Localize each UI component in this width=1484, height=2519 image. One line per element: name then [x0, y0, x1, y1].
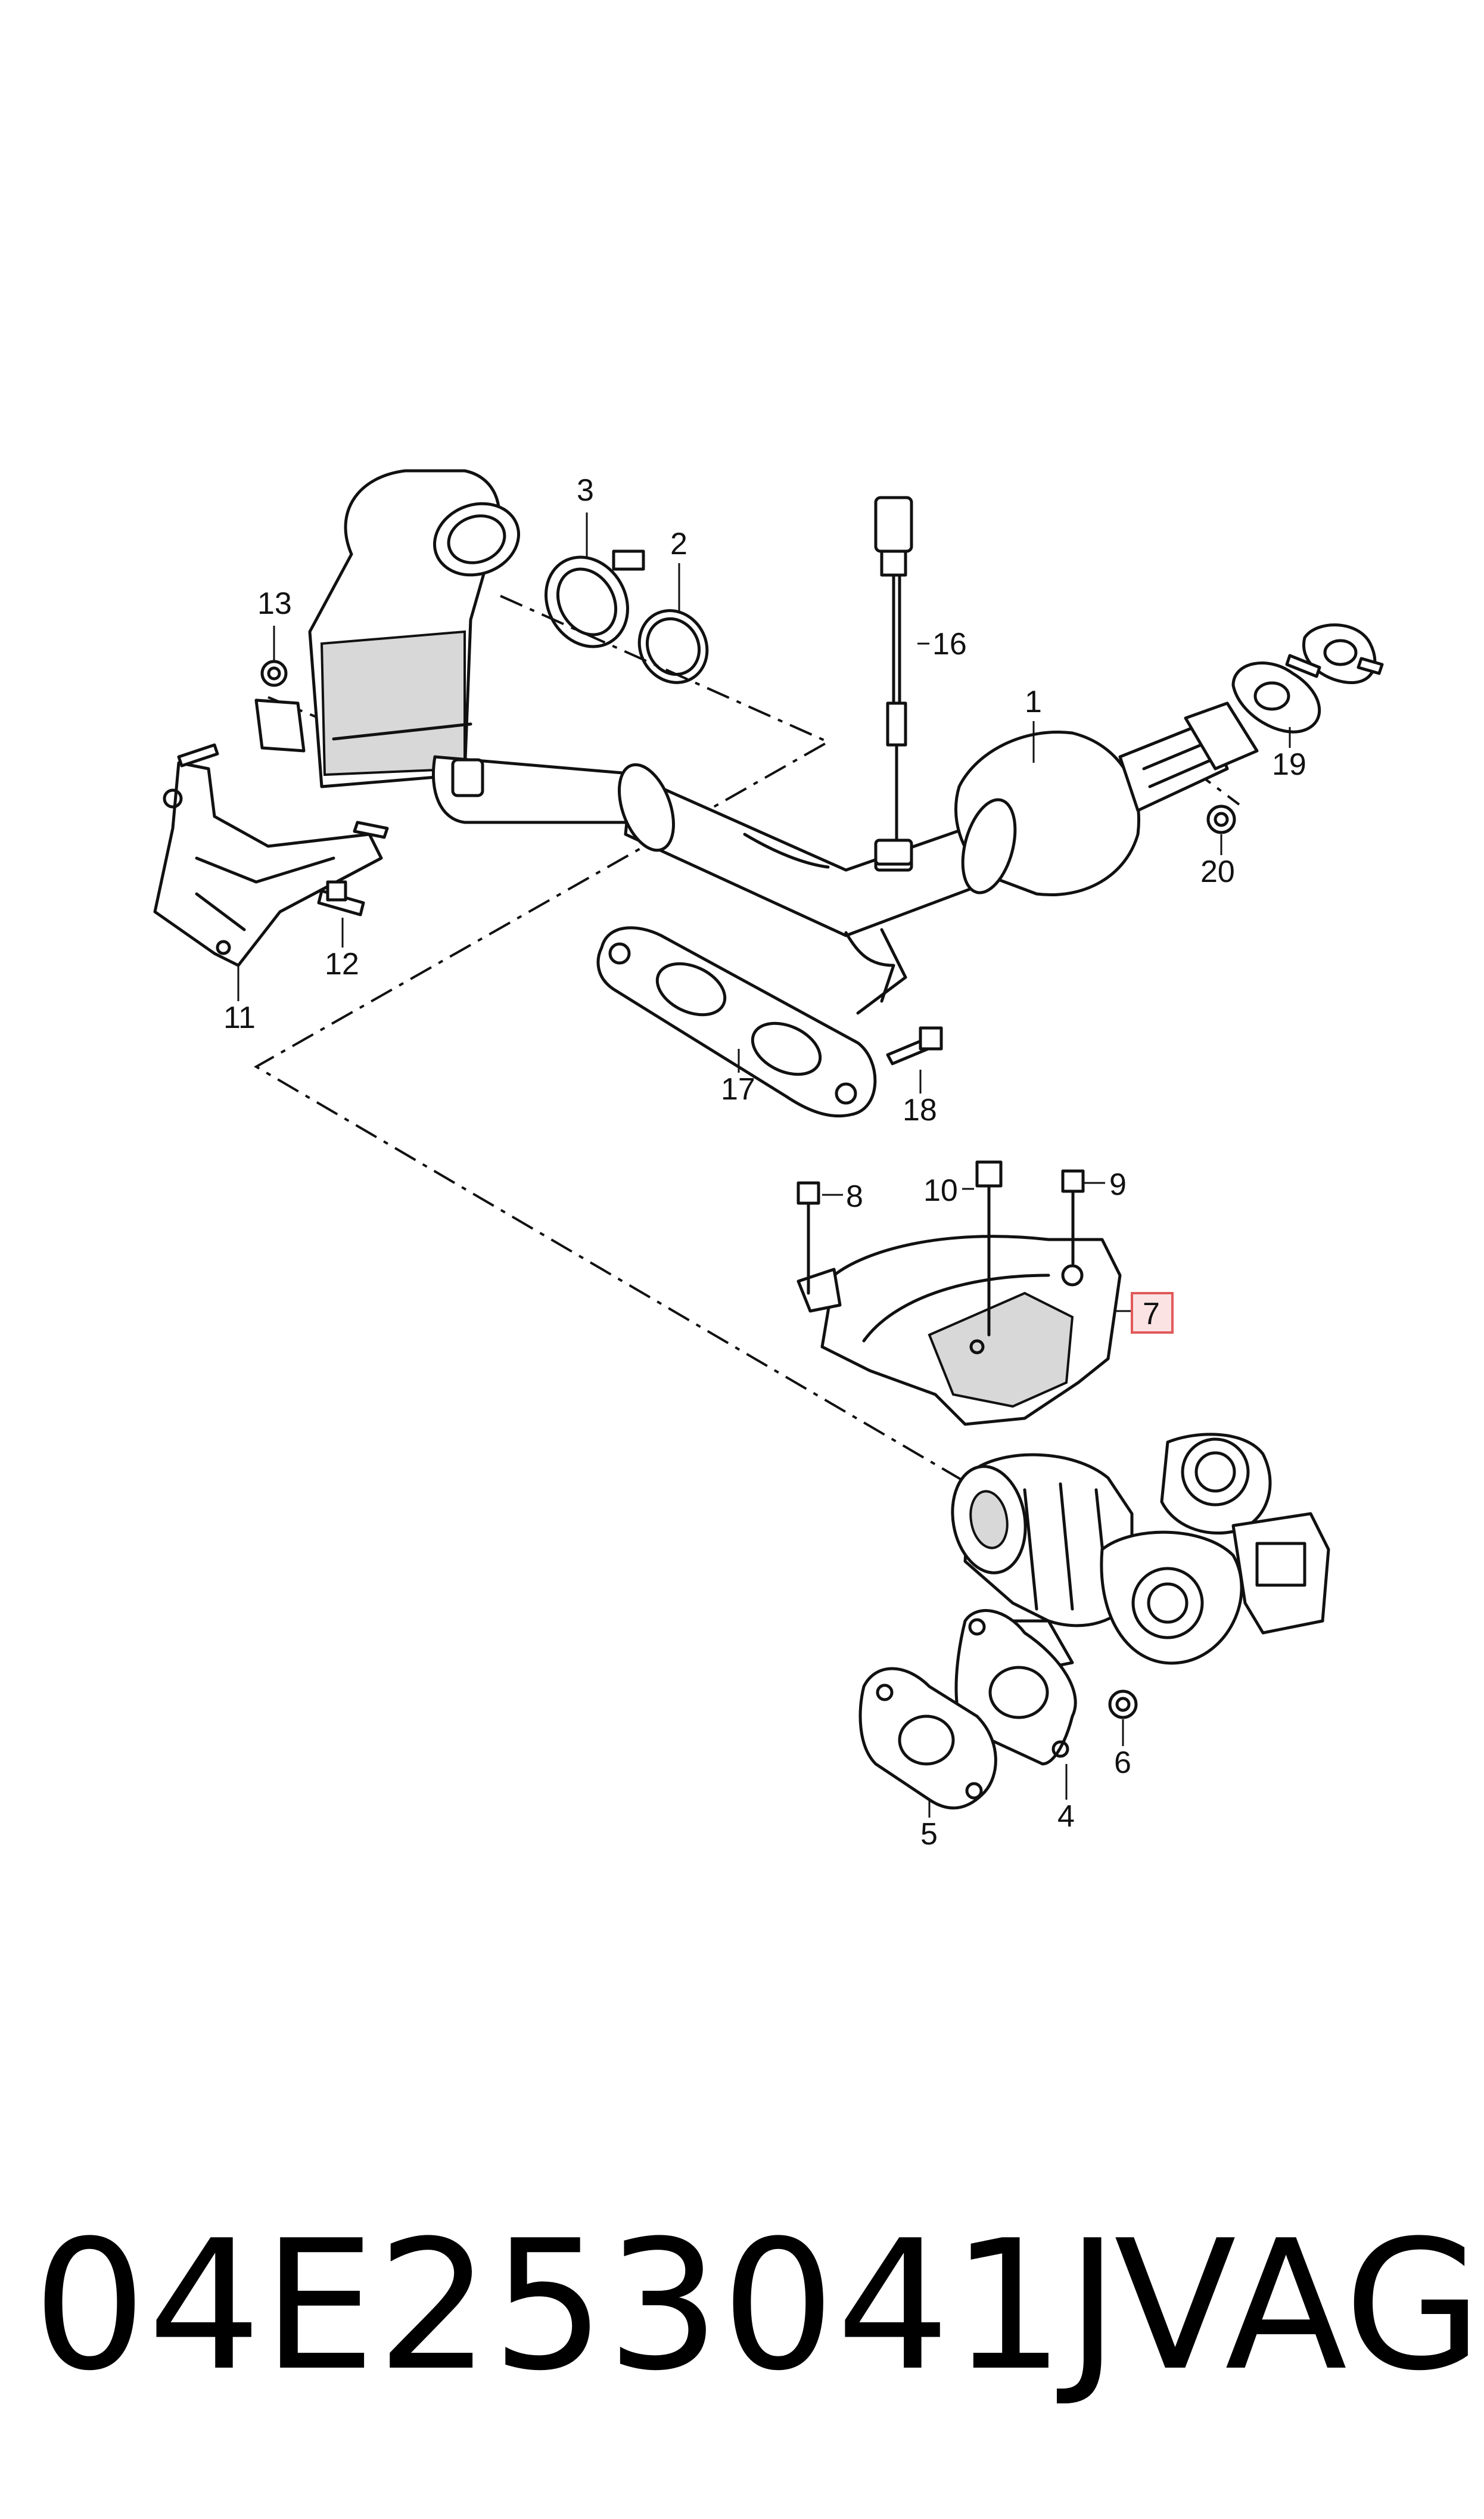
callout-17: 17 [721, 1072, 755, 1107]
callout-10: 10 [923, 1173, 958, 1208]
highlight-box-7 [1131, 1292, 1174, 1334]
callout-4: 4 [1057, 1799, 1075, 1834]
callout-18: 18 [903, 1093, 937, 1128]
callout-16: 16 [932, 627, 967, 661]
bolt-9 [1061, 1169, 1085, 1265]
gasket-17 [596, 926, 877, 1118]
callout-7: 7 [1143, 1297, 1160, 1331]
assembly-line-upper [253, 595, 990, 1497]
brand-name: VAG [1114, 2202, 1483, 2410]
main-catalytic-converter [954, 701, 1259, 896]
callout-13: 13 [257, 586, 292, 621]
flange-gasket-19 [1231, 623, 1384, 734]
bolt-18 [886, 1026, 943, 1066]
callout-9: 9 [1109, 1167, 1127, 1202]
callout-8: 8 [846, 1179, 863, 1214]
nut-13 [260, 660, 288, 687]
bolt-bracket-top [177, 743, 389, 839]
bolt-12 [317, 880, 365, 917]
callout-3: 3 [577, 473, 594, 508]
callout-20: 20 [1200, 855, 1235, 889]
callout-6: 6 [1114, 1745, 1131, 1780]
pre-catalytic-converter [308, 469, 666, 824]
nut-6 [1108, 1689, 1138, 1719]
leader-lines [237, 513, 1291, 1818]
nut-20 [1206, 805, 1236, 834]
turbo-heat-shield [797, 1235, 1122, 1426]
callout-1: 1 [1025, 685, 1042, 719]
callout-11: 11 [223, 1001, 256, 1035]
callout-2: 2 [670, 527, 687, 561]
bolt-10 [975, 1160, 1003, 1337]
part-number: 04E253041J [33, 2202, 1120, 2410]
bolt-8 [797, 1181, 820, 1295]
clamp-ring [545, 549, 645, 648]
callout-12: 12 [325, 947, 359, 981]
callout-5: 5 [920, 1817, 938, 1852]
sealing-ring [637, 609, 709, 684]
oxygen-sensor [874, 496, 913, 866]
callout-19: 19 [1272, 747, 1306, 782]
gasket-5 [858, 1667, 997, 1810]
turbocharger-manifold [951, 1433, 1330, 1676]
